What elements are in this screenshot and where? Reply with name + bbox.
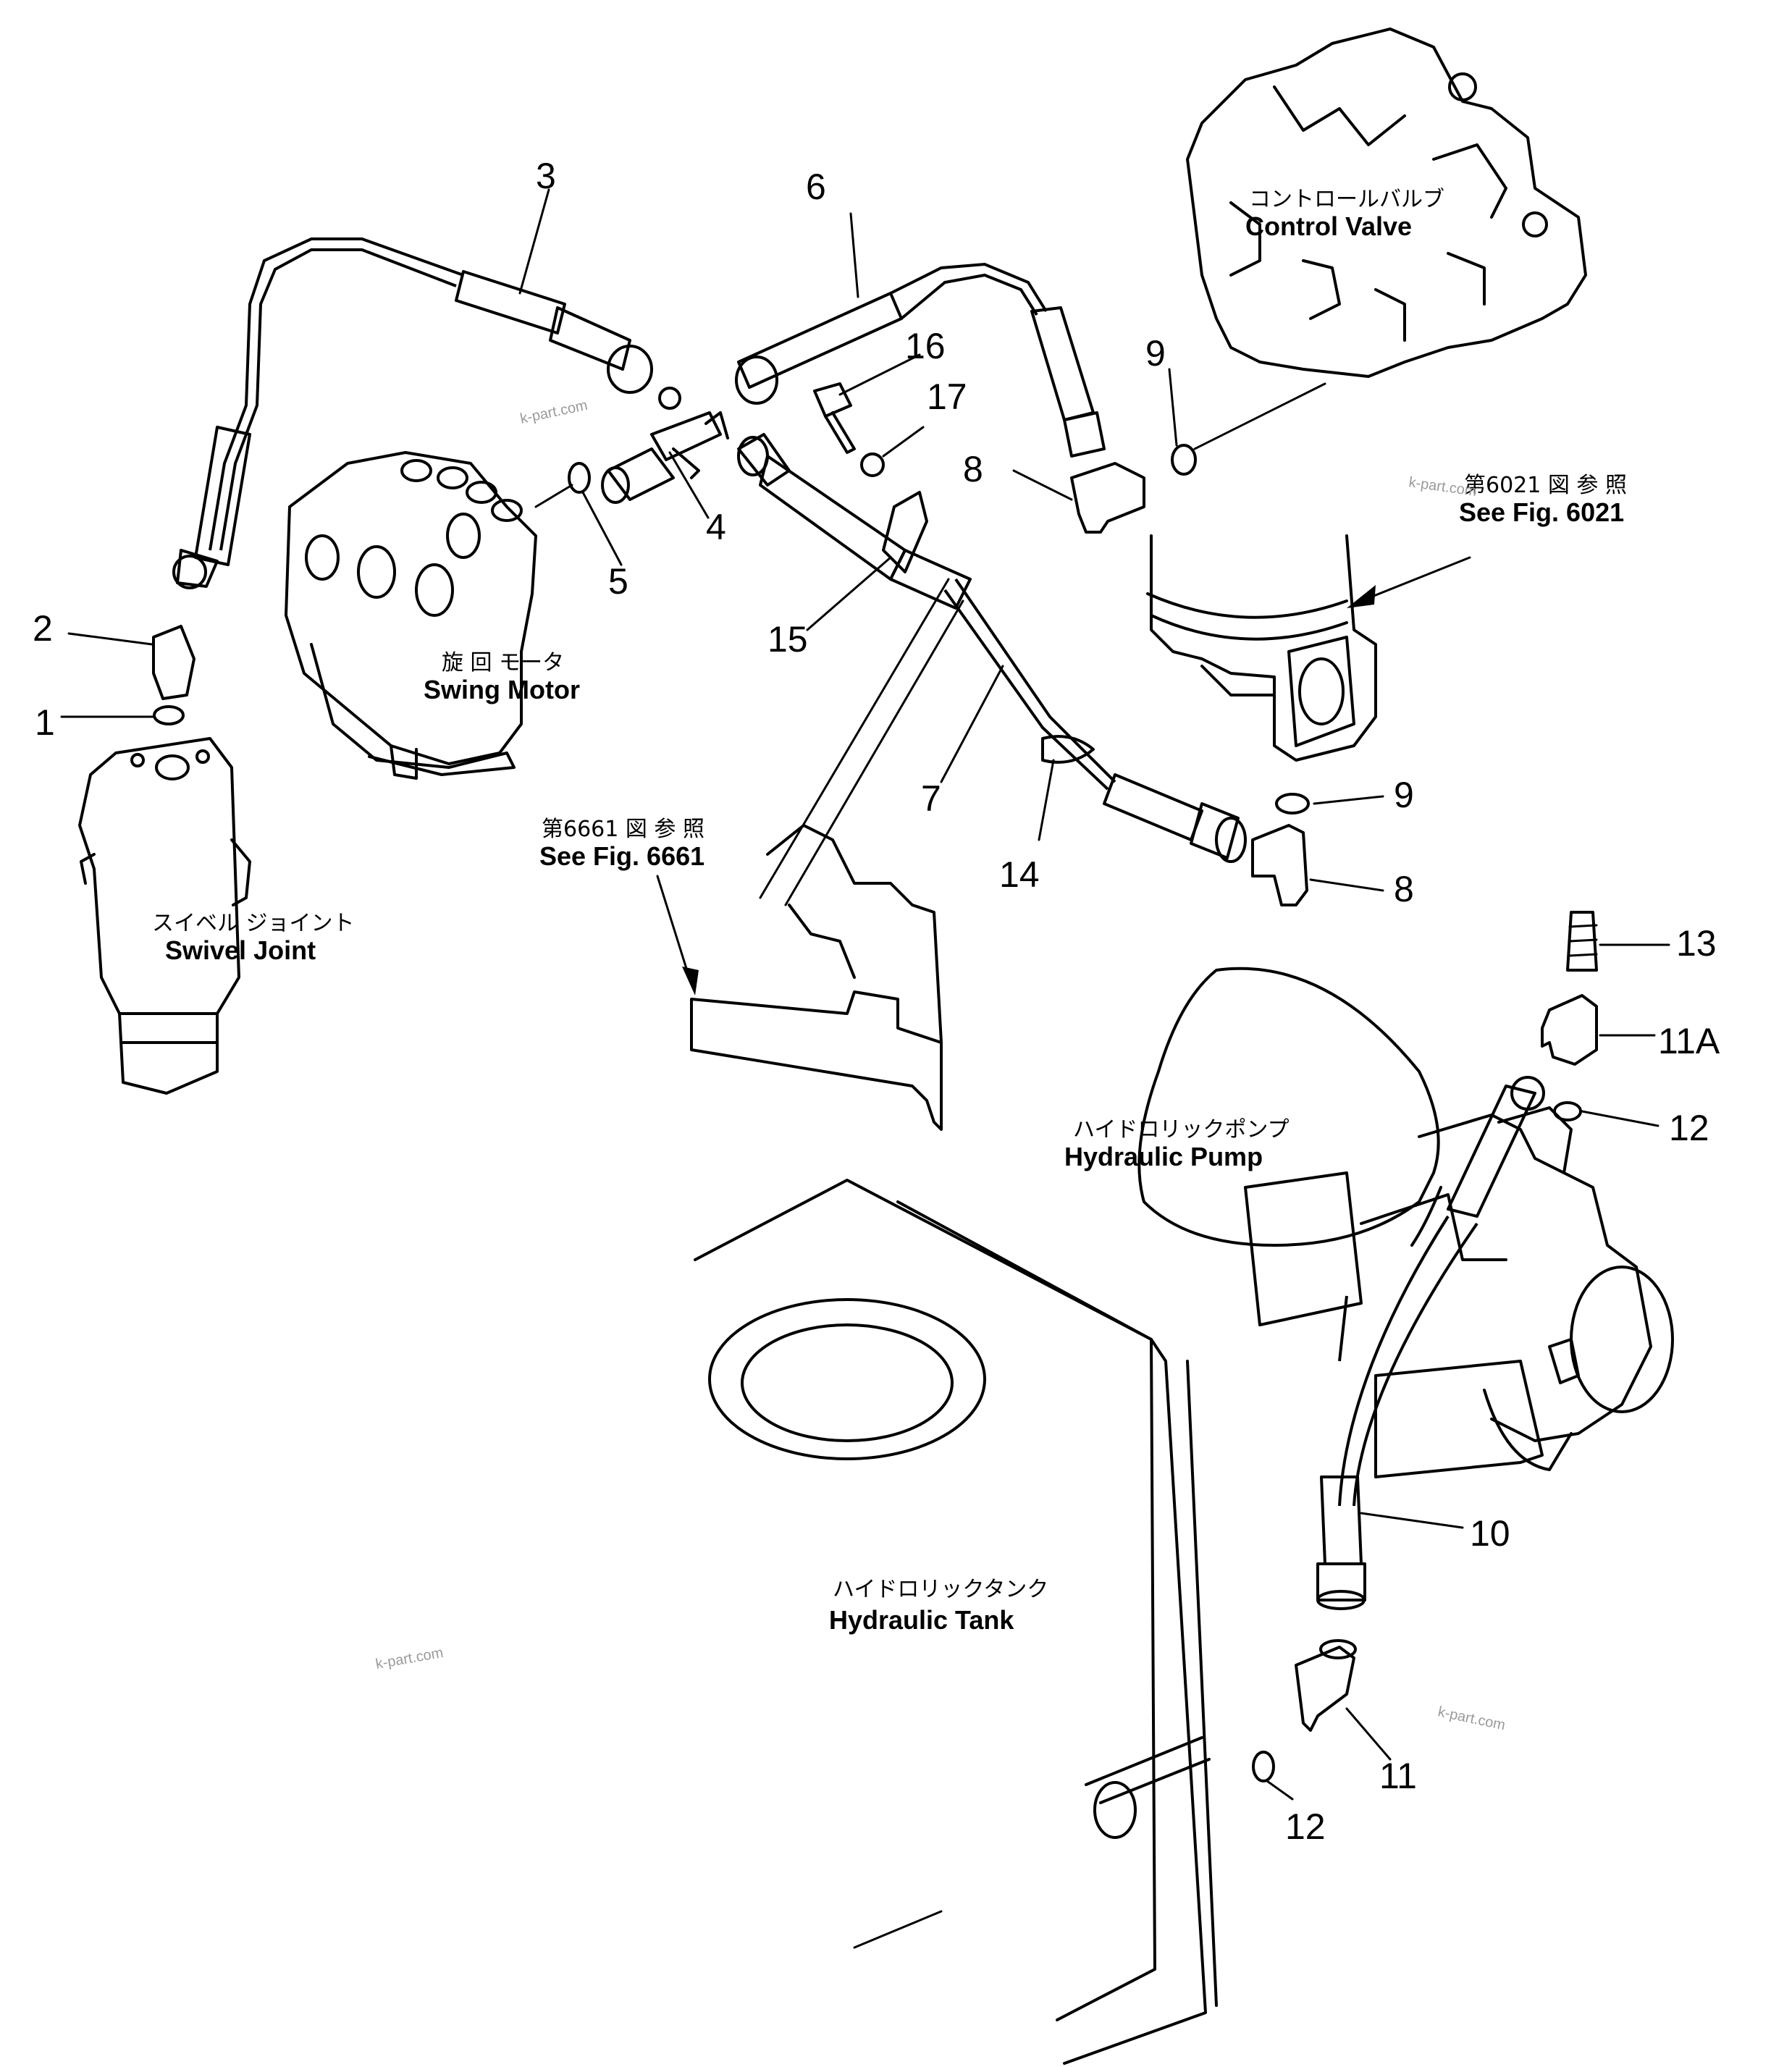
hydraulic-tank xyxy=(694,1179,1218,2065)
callout-8-upper: 8 xyxy=(963,449,983,489)
elbow-fitting-11-end xyxy=(1319,1639,1357,1659)
swing-motor-label-jp: 旋 回 モータ xyxy=(442,650,564,675)
callout-5: 5 xyxy=(608,561,628,602)
callout-15: 15 xyxy=(767,619,808,660)
elbow-fitting-11 xyxy=(1295,1646,1355,1732)
control-valve xyxy=(1186,28,1587,450)
watermark: k-part.com xyxy=(1436,1704,1507,1733)
swivel-joint-label-en: Swivel Joint xyxy=(165,935,316,965)
callout-10: 10 xyxy=(1470,1513,1510,1554)
tee-fitting-4 xyxy=(601,387,729,504)
arrow-6021 xyxy=(1360,556,1471,602)
callout-8-lower: 8 xyxy=(1394,869,1414,909)
elbow-fitting-8-upper xyxy=(1070,462,1145,534)
washer-17 xyxy=(860,452,885,477)
clamp-14 xyxy=(1041,735,1095,764)
callout-13: 13 xyxy=(1676,923,1717,964)
callout-3: 3 xyxy=(536,156,556,196)
o-ring-9-lower xyxy=(1275,793,1310,814)
hydraulic-pump-label-jp: ハイドロリックポンプ xyxy=(1073,1117,1290,1142)
hose-3 xyxy=(172,237,653,589)
o-ring-12-upper xyxy=(1553,1101,1582,1121)
hose-7 xyxy=(737,433,1247,863)
clamp-15 xyxy=(882,491,928,573)
callout-9-lower: 9 xyxy=(1394,775,1414,815)
component-labels: コントロールバルブ Control Valve 旋 回 モータ Swing Mo… xyxy=(152,187,1627,1635)
callout-12-upper: 12 xyxy=(1669,1108,1709,1148)
hydraulic-pump-label-en: Hydraulic Pump xyxy=(1064,1142,1263,1171)
hose-6 xyxy=(735,262,1106,458)
callout-7: 7 xyxy=(921,778,941,819)
callout-16: 16 xyxy=(905,326,946,366)
callout-1: 1 xyxy=(35,702,55,743)
control-valve-label-jp: コントロールバルブ xyxy=(1249,187,1444,212)
swivel-joint-label-jp: スイベル ジョイント xyxy=(152,911,355,936)
elbow-fitting-11A xyxy=(1541,994,1598,1066)
o-ring-5 xyxy=(568,462,591,494)
watermark: k-part.com xyxy=(374,1645,445,1672)
ref-6661-label-jp: 第6661 図 参 照 xyxy=(542,817,704,842)
o-ring-9-upper xyxy=(1171,444,1197,476)
ref-6021-label-jp: 第6021 図 参 照 xyxy=(1464,473,1627,498)
leader-lines xyxy=(60,188,1670,1801)
hydraulic-tank-label-jp: ハイドロリックタンク xyxy=(833,1577,1048,1602)
bolt-16 xyxy=(813,382,856,454)
callout-numbers: 1 2 3 4 5 6 7 8 8 9 9 10 11 11A 12 12 13… xyxy=(33,156,1720,1847)
ref-6021-label-en: See Fig. 6021 xyxy=(1459,497,1624,527)
swivel-joint xyxy=(78,737,251,1095)
callout-14: 14 xyxy=(999,854,1040,895)
elbow-fitting-8-lower xyxy=(1251,824,1308,906)
callout-17: 17 xyxy=(927,376,967,417)
callout-11A: 11A xyxy=(1658,1021,1720,1061)
arrow-6661-head xyxy=(682,967,699,995)
hose-10 xyxy=(1316,1475,1366,1610)
callout-6: 6 xyxy=(806,167,826,207)
control-valve-label-en: Control Valve xyxy=(1245,211,1412,241)
arrow-6021-head xyxy=(1347,585,1376,608)
callout-12-lower: 12 xyxy=(1285,1806,1326,1847)
reference-6661-component xyxy=(690,578,964,1131)
swing-motor xyxy=(285,451,573,780)
pump-hose xyxy=(1338,1076,1545,1507)
swing-motor-label-en: Swing Motor xyxy=(424,675,580,704)
ref-6661-label-en: See Fig. 6661 xyxy=(539,841,704,871)
hydraulic-pump xyxy=(1137,967,1674,1478)
callout-9-upper: 9 xyxy=(1145,333,1166,374)
hydraulic-tank-label-en: Hydraulic Tank xyxy=(829,1605,1014,1635)
callout-2: 2 xyxy=(33,608,53,649)
o-ring-1 xyxy=(153,705,185,725)
o-ring-12-lower xyxy=(1252,1751,1275,1782)
plug-13 xyxy=(1566,911,1598,972)
reference-6021-component xyxy=(1146,534,1377,762)
watermark: k-part.com xyxy=(518,397,589,427)
callout-4: 4 xyxy=(706,507,726,547)
arrow-6661 xyxy=(656,875,693,986)
callout-11: 11 xyxy=(1379,1756,1417,1796)
elbow-fitting-2 xyxy=(152,625,195,700)
